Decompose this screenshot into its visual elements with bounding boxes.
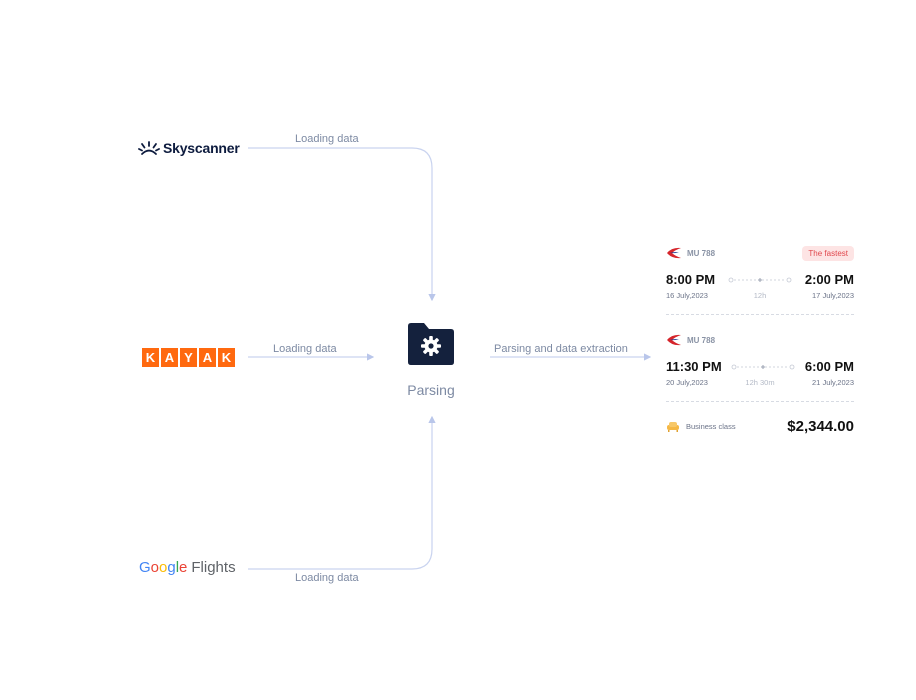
google-letter: o — [159, 559, 168, 576]
google-letter: g — [167, 559, 176, 576]
flight-card: MU 788 The fastest 8:00 PM 2:00 PM 16 Ju… — [666, 244, 854, 435]
travel-class: Business class — [666, 421, 736, 432]
flight-number: MU 788 — [687, 248, 716, 258]
flight-duration: 12h — [753, 291, 767, 300]
arrival-date: 21 July,2023 — [812, 378, 854, 387]
google-letter: l — [175, 559, 180, 576]
google-flights-logo: Google Flights — [139, 559, 236, 576]
google-letter: G — [139, 559, 151, 576]
kayak-letter: K — [142, 348, 159, 367]
segment-header: MU 788 The fastest — [666, 244, 854, 262]
edge-label-middle: Loading data — [273, 343, 337, 355]
card-footer: Business class $2,344.00 — [666, 418, 854, 435]
price: $2,344.00 — [787, 418, 854, 435]
departure-date: 16 July,2023 — [666, 291, 708, 300]
plane-route-icon — [728, 277, 792, 282]
kayak-letter: K — [218, 348, 235, 367]
edge-label-top: Loading data — [295, 133, 359, 145]
route-path — [722, 363, 805, 371]
arrival-date: 17 July,2023 — [812, 291, 854, 300]
segment-header: MU 788 — [666, 331, 854, 349]
skyscanner-logo: Skyscanner — [138, 140, 240, 156]
edge-label-bottom: Loading data — [295, 572, 359, 584]
flight-number: MU 788 — [687, 335, 716, 345]
kayak-logo: K A Y A K — [142, 348, 235, 367]
airline-logo-icon — [667, 334, 681, 346]
travel-class-label: Business class — [686, 422, 736, 431]
parsing-label: Parsing — [407, 382, 455, 398]
segment-dates: 16 July,2023 12h 17 July,2023 — [666, 291, 854, 300]
edge-label-output: Parsing and data extraction — [494, 343, 628, 355]
seat-icon — [667, 422, 679, 432]
airline-logo-icon — [667, 247, 681, 259]
airline: MU 788 — [666, 247, 715, 259]
plane-route-icon — [731, 364, 795, 369]
google-letter: e — [179, 559, 188, 576]
skyscanner-wordmark: Skyscanner — [163, 140, 240, 156]
kayak-letter: A — [199, 348, 216, 367]
google-letter: o — [150, 559, 160, 576]
kayak-letter: Y — [180, 348, 197, 367]
flight-duration: 12h 30m — [745, 378, 775, 387]
skyscanner-sunrise-icon — [138, 141, 160, 155]
divider — [666, 314, 854, 315]
kayak-letter: A — [161, 348, 178, 367]
departure-date: 20 July,2023 — [666, 378, 708, 387]
segment-dates: 20 July,2023 12h 30m 21 July,2023 — [666, 378, 854, 387]
connector-bottom — [248, 415, 436, 570]
google-wordmark: Google — [139, 559, 187, 576]
departure-time: 11:30 PM — [666, 359, 722, 374]
airline: MU 788 — [666, 334, 715, 346]
divider — [666, 401, 854, 402]
connector-top — [248, 147, 436, 302]
flights-wordmark: Flights — [191, 559, 236, 576]
arrival-time: 6:00 PM — [804, 359, 854, 374]
segment-times: 8:00 PM 2:00 PM — [666, 272, 854, 287]
gear-folder-icon — [406, 322, 456, 371]
route-path — [715, 276, 805, 284]
departure-time: 8:00 PM — [666, 272, 716, 287]
fastest-badge: The fastest — [802, 245, 854, 261]
arrival-time: 2:00 PM — [804, 272, 854, 287]
segment-times: 11:30 PM 6:00 PM — [666, 359, 854, 374]
